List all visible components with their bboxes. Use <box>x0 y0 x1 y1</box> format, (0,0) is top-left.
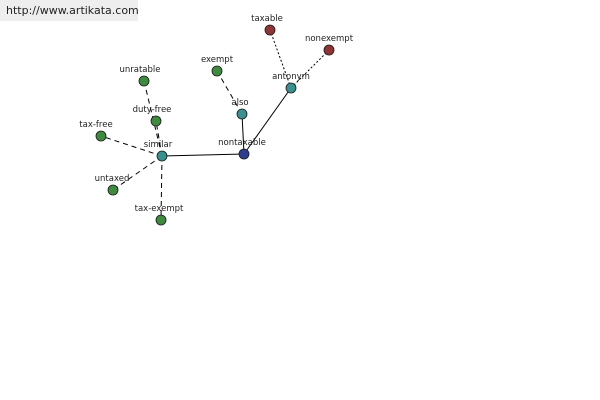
node-circle-nonexempt[interactable] <box>323 44 335 56</box>
edge-similar-untaxed <box>112 155 163 191</box>
node-taxable[interactable]: taxable <box>251 14 283 36</box>
node-circle-similar[interactable] <box>156 150 168 162</box>
edge-similar-tax-free <box>100 135 163 157</box>
node-similar[interactable]: similar <box>144 140 173 162</box>
node-nonexempt[interactable]: nonexempt <box>305 34 354 56</box>
node-label-tax-free[interactable]: tax-free <box>79 120 112 130</box>
node-label-tax-exempt[interactable]: tax-exempt <box>135 204 184 214</box>
node-tax-free[interactable]: tax-free <box>79 120 113 142</box>
node-label-nontaxable[interactable]: nontaxable <box>218 138 266 148</box>
node-label-unratable[interactable]: unratable <box>119 65 160 75</box>
nodes-layer: nontaxable similar also antonym unratable dut… <box>79 14 354 226</box>
node-circle-exempt[interactable] <box>211 65 223 77</box>
node-circle-untaxed[interactable] <box>107 184 119 196</box>
node-antonym[interactable]: antonym <box>272 72 310 94</box>
edge-similar-duty-free <box>155 120 163 157</box>
node-also[interactable]: also <box>231 98 249 120</box>
url-banner[interactable]: http://www.artikata.com <box>0 0 139 21</box>
node-label-nonexempt[interactable]: nonexempt <box>305 34 354 44</box>
node-label-antonym[interactable]: antonym <box>272 72 310 82</box>
node-circle-taxable[interactable] <box>264 24 276 36</box>
node-label-untaxed[interactable]: untaxed <box>95 174 130 184</box>
node-duty-free[interactable]: duty-free <box>133 105 172 127</box>
node-tax-exempt[interactable]: tax-exempt <box>135 204 184 226</box>
node-label-similar[interactable]: similar <box>144 140 173 150</box>
node-label-taxable[interactable]: taxable <box>251 14 283 24</box>
edge-nontaxable-similar <box>161 153 245 157</box>
node-untaxed[interactable]: untaxed <box>95 174 130 196</box>
node-label-duty-free[interactable]: duty-free <box>133 105 172 115</box>
node-circle-tax-exempt[interactable] <box>155 214 167 226</box>
node-circle-duty-free[interactable] <box>150 115 162 127</box>
node-nontaxable[interactable]: nontaxable <box>218 138 266 160</box>
node-exempt[interactable]: exempt <box>201 55 234 77</box>
node-circle-tax-free[interactable] <box>95 130 107 142</box>
edges-layer <box>100 29 330 221</box>
node-circle-unratable[interactable] <box>138 75 150 87</box>
edge-nontaxable-antonym <box>243 87 292 155</box>
edge-antonym-nonexempt <box>290 49 330 89</box>
node-circle-nontaxable[interactable] <box>238 148 250 160</box>
edge-nontaxable-also <box>241 113 245 155</box>
edge-similar-tax-exempt <box>160 155 163 221</box>
node-unratable[interactable]: unratable <box>119 65 161 87</box>
node-label-also[interactable]: also <box>231 98 248 108</box>
url-text[interactable]: http://www.artikata.com <box>6 4 139 17</box>
node-label-exempt[interactable]: exempt <box>201 55 234 65</box>
node-circle-antonym[interactable] <box>285 82 297 94</box>
node-circle-also[interactable] <box>236 108 248 120</box>
